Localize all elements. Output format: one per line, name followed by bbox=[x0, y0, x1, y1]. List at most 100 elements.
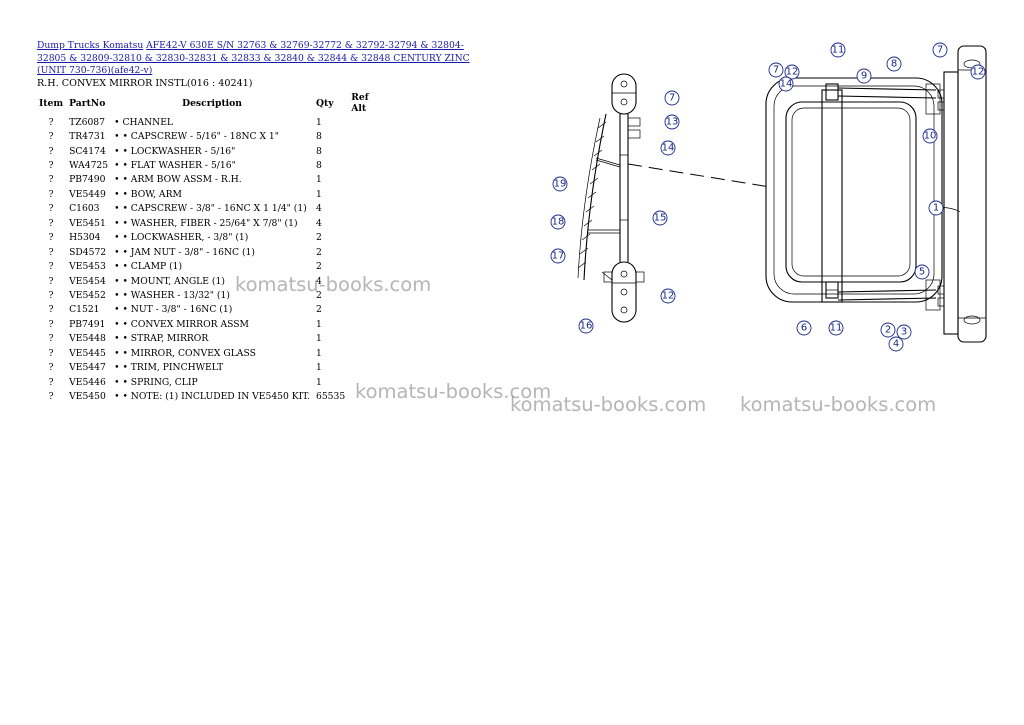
cell-refalt bbox=[348, 202, 384, 216]
callout-1: 1 bbox=[928, 200, 944, 216]
cell-refalt bbox=[348, 231, 384, 245]
cell-refalt bbox=[348, 375, 384, 389]
cell-refalt bbox=[348, 144, 384, 158]
svg-text:3: 3 bbox=[901, 327, 907, 338]
table-row: ? VE5450 • • NOTE: (1) INCLUDED IN VE5450 … bbox=[36, 389, 384, 403]
svg-text:14: 14 bbox=[780, 79, 793, 90]
breadcrumb-link-dump-trucks[interactable]: Dump Trucks Komatsu bbox=[37, 40, 144, 51]
cell-qty: 8 bbox=[315, 131, 322, 143]
page-title: R.H. CONVEX MIRROR INSTL(016 : 40241) bbox=[37, 78, 253, 89]
svg-text:12: 12 bbox=[786, 67, 799, 78]
cell-qty: 1 bbox=[315, 188, 322, 200]
cell-item: ? bbox=[48, 275, 54, 287]
breadcrumb-link-model[interactable]: AFE42-V 630E S/N 32763 & 32769-32772 & 3… bbox=[37, 40, 470, 77]
cell-item: ? bbox=[48, 174, 54, 186]
svg-text:7: 7 bbox=[773, 65, 779, 76]
cell-qty: 2 bbox=[315, 232, 322, 244]
cell-qty: 4 bbox=[315, 275, 322, 287]
cell-description: • • LOCKWASHER - 5/16" bbox=[114, 145, 236, 157]
cell-partno: PB7491 bbox=[69, 318, 106, 330]
cell-refalt bbox=[348, 346, 384, 360]
svg-text:4: 4 bbox=[893, 339, 899, 350]
cell-partno: WA4725 bbox=[69, 160, 109, 172]
cell-item: ? bbox=[48, 333, 54, 345]
table-row: ?SC4174• • LOCKWASHER - 5/16"8 bbox=[36, 144, 384, 158]
col-partno-header: PartNo bbox=[69, 97, 106, 109]
svg-text:1: 1 bbox=[933, 203, 939, 214]
cell-item: ? bbox=[48, 116, 54, 128]
callout-6: 6 bbox=[796, 320, 812, 336]
cell-qty: 2 bbox=[315, 246, 322, 258]
callout-18: 18 bbox=[550, 214, 566, 230]
svg-text:10: 10 bbox=[924, 131, 937, 142]
col-description-header: Description bbox=[182, 97, 242, 109]
callout-13: 13 bbox=[664, 114, 680, 130]
cell-description: • • BOW, ARM bbox=[114, 188, 182, 200]
cell-description: • • NOTE: (1) INCLUDED IN VE5450 KIT. bbox=[114, 391, 310, 403]
cell-partno: VE5453 bbox=[69, 261, 106, 273]
cell-qty: 4 bbox=[315, 203, 322, 215]
table-row: ?WA4725• • FLAT WASHER - 5/16"8 bbox=[36, 158, 384, 172]
cell-description: • • MIRROR, CONVEX GLASS bbox=[114, 347, 256, 359]
cell-refalt bbox=[348, 129, 384, 143]
cell-refalt bbox=[348, 173, 384, 187]
callout-2: 2 bbox=[880, 322, 896, 338]
svg-text:12: 12 bbox=[972, 67, 985, 78]
cell-qty: 2 bbox=[315, 304, 322, 316]
cell-description: • • NUT - 3/8" - 16NC (1) bbox=[114, 304, 233, 316]
col-qty-header: Qty bbox=[315, 97, 334, 109]
cell-description: • • CAPSCREW - 3/8" - 16NC X 1 1/4" (1) bbox=[114, 203, 307, 215]
table-row: ?VE5452• • WASHER - 13/32" (1)2 bbox=[36, 288, 384, 302]
callout-7: 7 bbox=[664, 90, 680, 106]
table-row: ?C1521• • NUT - 3/8" - 16NC (1)2 bbox=[36, 303, 384, 317]
svg-text:8: 8 bbox=[891, 59, 897, 70]
cell-description: • • CLAMP (1) bbox=[114, 261, 183, 273]
col-item-header: Item bbox=[39, 97, 64, 109]
cell-partno: VE5448 bbox=[69, 333, 106, 345]
cell-qty: 1 bbox=[315, 347, 322, 359]
table-row: ?VE5453• • CLAMP (1)2 bbox=[36, 259, 384, 273]
cell-description: • • ARM BOW ASSM - R.H. bbox=[114, 174, 242, 186]
cell-partno: C1603 bbox=[69, 203, 100, 215]
cell-refalt bbox=[348, 259, 384, 273]
cell-description: • • STRAP, MIRROR bbox=[114, 333, 209, 345]
watermark: komatsu-books.com bbox=[510, 393, 707, 416]
callout-10: 10 bbox=[922, 128, 938, 144]
svg-text:16: 16 bbox=[580, 321, 593, 332]
svg-text:6: 6 bbox=[801, 323, 807, 334]
cell-qty: 8 bbox=[315, 160, 322, 172]
cell-refalt bbox=[348, 245, 384, 259]
cell-partno: VE5450 bbox=[69, 391, 106, 403]
svg-text:11: 11 bbox=[830, 323, 843, 334]
svg-text:15: 15 bbox=[654, 213, 667, 224]
cell-partno: TR4731 bbox=[69, 131, 106, 143]
callout-9: 9 bbox=[856, 68, 872, 84]
mirror-side-view bbox=[577, 73, 645, 323]
cell-item: ? bbox=[48, 391, 54, 403]
cell-refalt bbox=[348, 158, 384, 172]
col-refalt-header: Ref Alt bbox=[351, 92, 369, 114]
callout-8: 8 bbox=[886, 56, 902, 72]
table-row: ?H5304• • LOCKWASHER, - 3/8" (1)2 bbox=[36, 231, 384, 245]
table-header-row: Item PartNo Description Qty Ref Alt bbox=[36, 91, 384, 115]
watermark: komatsu-books.com bbox=[740, 393, 937, 416]
cell-description: • • WASHER - 13/32" (1) bbox=[114, 289, 230, 301]
callout-4: 4 bbox=[888, 336, 904, 352]
cell-item: ? bbox=[48, 188, 54, 200]
cell-item: ? bbox=[48, 261, 54, 273]
callout-11: 11 bbox=[828, 320, 844, 336]
watermark: komatsu-books.com bbox=[355, 380, 552, 403]
cell-partno: VE5452 bbox=[69, 289, 106, 301]
cell-partno: VE5451 bbox=[69, 217, 106, 229]
cell-description: • CHANNEL bbox=[114, 116, 174, 128]
cell-partno: C1521 bbox=[69, 304, 100, 316]
callouts: 7 13 14 19 15 18 17 12 16 11 7 7 12 14 8… bbox=[550, 42, 986, 352]
svg-text:17: 17 bbox=[552, 251, 565, 262]
cell-partno: SC4174 bbox=[69, 145, 106, 157]
cell-refalt bbox=[348, 317, 384, 331]
